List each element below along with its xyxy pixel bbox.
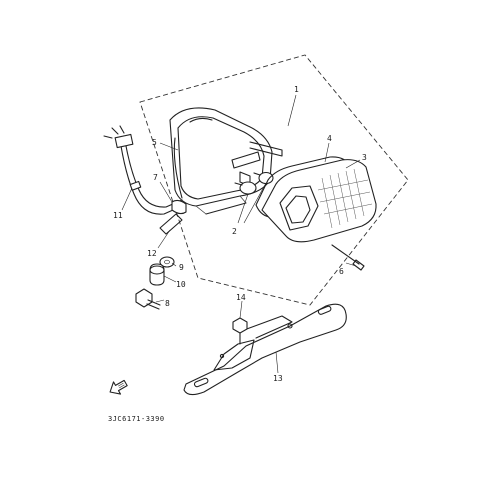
wire-harness bbox=[103, 125, 183, 215]
assembly-boundary bbox=[139, 54, 409, 306]
callout-7: 7 bbox=[153, 173, 158, 182]
leader-lines bbox=[121, 94, 361, 374]
callout-9: 9 bbox=[179, 263, 184, 272]
bracket-bolt bbox=[232, 300, 248, 345]
grommet bbox=[159, 199, 187, 235]
bulbs bbox=[234, 171, 274, 224]
callout-13: 13 bbox=[273, 374, 283, 383]
callout-1: 1 bbox=[294, 85, 299, 94]
callout-4: 4 bbox=[327, 134, 332, 143]
front-arrow-icon bbox=[109, 379, 128, 395]
callout-3: 3 bbox=[362, 153, 367, 162]
license-bracket bbox=[183, 303, 347, 396]
mounting-bolt bbox=[135, 288, 161, 310]
callout-12: 12 bbox=[147, 249, 157, 258]
callout-8: 8 bbox=[165, 299, 170, 308]
callout-11: 11 bbox=[113, 211, 123, 220]
callout-labels: 1 2 3 4 5 6 7 8 9 10 11 12 13 14 bbox=[113, 85, 367, 383]
taillight-lens bbox=[261, 159, 377, 243]
callout-6: 6 bbox=[339, 267, 344, 276]
callout-2: 2 bbox=[232, 227, 237, 236]
washer bbox=[159, 256, 175, 268]
callout-10: 10 bbox=[176, 280, 186, 289]
collar bbox=[149, 263, 165, 286]
callout-14: 14 bbox=[236, 293, 246, 302]
callout-5: 5 bbox=[152, 138, 157, 147]
taillight-housing bbox=[169, 107, 273, 215]
lens-screw bbox=[331, 244, 365, 271]
diagram-code: 3JC6171-3390 bbox=[108, 415, 165, 423]
